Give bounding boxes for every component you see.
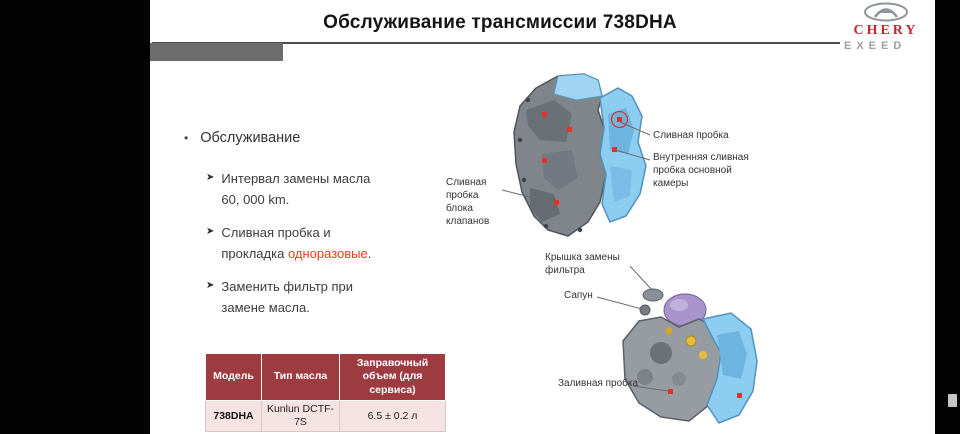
highlighted-word: одноразовые [287, 246, 368, 261]
yellow-cap [685, 335, 697, 347]
arrow-bullet-icon: ➤ [206, 226, 215, 237]
list-item-drain-plug: ➤ Сливная пробка и прокладка одноразовые… [206, 222, 404, 264]
breather-part [639, 304, 651, 316]
arrow-bullet-icon: ➤ [206, 172, 215, 183]
decor-gray-bar [150, 43, 283, 61]
chery-logo: CHERY EXEED [840, 2, 932, 52]
bullet-list: • Обслуживание ➤ Интервал замены масла 60… [184, 130, 404, 330]
list-item-filter: ➤ Заменить фильтр при замене масла. [206, 276, 404, 318]
callout-breather: Сапун [564, 290, 593, 301]
slide: Обслуживание трансмиссии 738DHA CHERY EX… [150, 0, 935, 434]
inner-drain-plug-marker [612, 147, 617, 152]
list-item-text: Заменить фильтр при замене масла. [221, 279, 354, 315]
list-item-oil-interval: ➤ Интервал замены масла 60, 000 km. [206, 168, 404, 210]
plug-marker [542, 112, 547, 117]
fill-plug-marker [668, 389, 673, 394]
plug-marker [737, 393, 742, 398]
letterbox-right [935, 0, 960, 434]
callout-fill-plug: Заливная пробка [558, 378, 639, 389]
col-header-fill-volume: Заправочный объем (для сервиса) [339, 353, 446, 401]
callout-inner-drain-plug: Внутренняя сливная пробка основной камер… [653, 152, 749, 189]
callout-filter-cover: Крышка замены фильтра [545, 252, 620, 276]
table-row: 738DHA Kunlun DCTF-7S 6.5 ± 0.2 л [205, 400, 446, 432]
bullet-dot: • [184, 131, 189, 145]
plug-marker [542, 158, 547, 163]
list-item-text: Интервал замены масла 60, 000 km. [221, 171, 371, 207]
section-heading-text: Обслуживание [200, 130, 301, 146]
page-title: Обслуживание трансмиссии 738DHA [323, 12, 677, 33]
list-item-text-start: Сливная пробка и прокладка [221, 225, 331, 261]
list-item-text-end: . [367, 246, 372, 261]
cell-fill-volume: 6.5 ± 0.2 л [339, 400, 446, 432]
spec-table: Модель Тип масла Заправочный объем (для … [205, 353, 446, 432]
drain-plug-marker [617, 117, 622, 122]
transmission-bottom-image [622, 288, 758, 424]
col-header-model: Модель [205, 353, 262, 401]
cell-oil-type: Kunlun DCTF-7S [261, 400, 340, 432]
arrow-bullet-icon: ➤ [206, 280, 215, 291]
section-heading: • Обслуживание [184, 130, 404, 146]
scrollbar-thumb[interactable] [948, 394, 957, 407]
chery-emblem-icon [864, 2, 908, 22]
callout-drain-plug: Сливная пробка [653, 130, 729, 141]
col-header-oil-type: Тип масла [261, 353, 340, 401]
red-circle-annotation [610, 110, 629, 129]
transmission-top-image [513, 73, 647, 237]
exeed-wordmark: EXEED [844, 40, 907, 52]
list-item-text: Сливная пробка и прокладка одноразовые. [221, 222, 383, 264]
yellow-cap [699, 351, 707, 359]
title-underline [152, 42, 932, 44]
callout-valve-body-drain-plug: Сливная пробка блока клапанов [446, 177, 490, 227]
letterbox-left [0, 0, 150, 434]
filter-cover-part [642, 288, 664, 302]
plug-marker [567, 127, 572, 132]
chery-wordmark: CHERY [853, 23, 919, 38]
table-header-row: Модель Тип масла Заправочный объем (для … [205, 353, 446, 401]
valve-body-drain-plug-marker [554, 200, 559, 205]
cell-model: 738DHA [205, 400, 262, 432]
